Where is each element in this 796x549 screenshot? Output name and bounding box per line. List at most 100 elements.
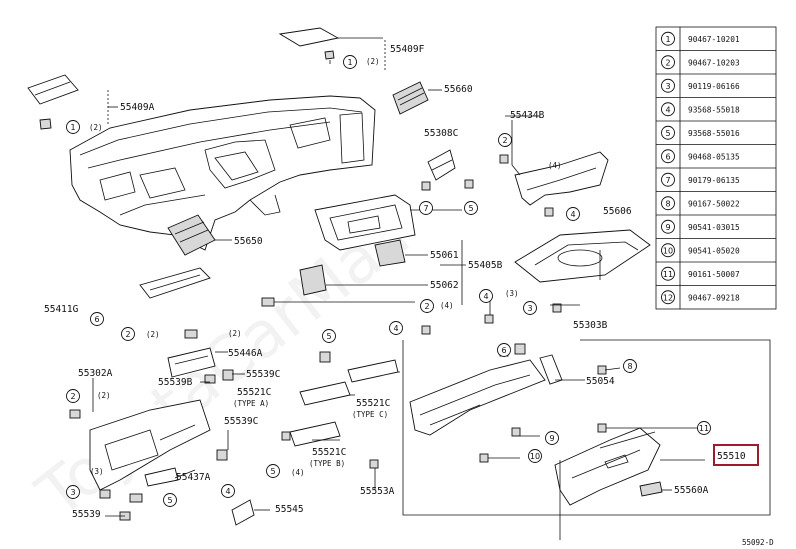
part-55405B-panel <box>314 194 416 251</box>
svg-text:1: 1 <box>70 123 75 132</box>
callout-5[interactable]: 5 <box>464 201 478 215</box>
callout-2[interactable]: 2 <box>121 327 135 341</box>
part-55409F-cover <box>278 27 340 64</box>
part-label-55660[interactable]: 55660 <box>444 84 473 95</box>
callout-5[interactable]: 5 <box>322 329 336 343</box>
quantity-notes: (TYPE A) (TYPE C) (TYPE B) (2) (2) (4) (4) (3) (… <box>89 57 562 477</box>
part-label-55409a[interactable]: 55409A <box>120 102 155 113</box>
quantity-note: (4) <box>291 468 305 477</box>
part-label-55446a[interactable]: 55446A <box>228 348 263 359</box>
table-ref-number: 6 <box>665 152 670 161</box>
parts-table-row[interactable]: 6 90468-05135 <box>656 144 776 164</box>
svg-text:7: 7 <box>423 204 428 213</box>
callout-2[interactable]: 2 <box>66 389 80 403</box>
table-part-number: 90119-06166 <box>688 82 740 91</box>
table-part-number: 90167-50022 <box>688 199 740 208</box>
part-label-55437a[interactable]: 55437A <box>176 472 211 483</box>
part-label-55521c[interactable]: 55521C <box>237 387 271 398</box>
part-label-55411g[interactable]: 55411G <box>44 304 79 315</box>
type-note-typea: (TYPE A) <box>233 399 269 408</box>
part-label-55650[interactable]: 55650 <box>234 236 263 247</box>
part-label-55539b[interactable]: 55539B <box>158 377 193 388</box>
svg-text:5: 5 <box>326 332 331 341</box>
table-part-number: 93568-55016 <box>688 129 740 138</box>
part-label-55302a[interactable]: 55302A <box>78 368 113 379</box>
svg-text:2: 2 <box>502 136 507 145</box>
callout-3[interactable]: 3 <box>66 485 80 499</box>
svg-text:4: 4 <box>393 324 398 333</box>
quantity-note: (2) <box>366 57 380 66</box>
part-label-55054[interactable]: 55054 <box>586 376 615 387</box>
part-label-55409f[interactable]: 55409F <box>390 44 425 55</box>
callout-6[interactable]: 6 <box>90 312 104 326</box>
svg-text:6: 6 <box>501 346 506 355</box>
callout-4[interactable]: 4 <box>389 321 403 335</box>
part-label-55434b[interactable]: 55434B <box>510 110 545 121</box>
callout-4[interactable]: 4 <box>221 484 235 498</box>
svg-text:5: 5 <box>270 467 275 476</box>
callout-8[interactable]: 8 <box>623 359 637 373</box>
callout-9[interactable]: 9 <box>545 431 559 445</box>
callout-1[interactable]: 1 <box>343 55 357 69</box>
part-55411G-panel <box>139 267 211 299</box>
table-ref-number: 11 <box>663 270 673 279</box>
quantity-note: (4) <box>548 161 562 170</box>
callout-2[interactable]: 2 <box>498 133 512 147</box>
callout-1[interactable]: 1 <box>66 120 80 134</box>
leader-lines <box>92 37 771 540</box>
callout-7[interactable]: 7 <box>419 201 433 215</box>
part-55510-glove-box <box>554 427 661 506</box>
part-label-55553a[interactable]: 55553A <box>360 486 395 497</box>
part-label-55303b[interactable]: 55303B <box>573 320 608 331</box>
type-note-typec: (TYPE C) <box>352 410 388 419</box>
svg-text:3: 3 <box>70 488 75 497</box>
diagram-code: 55092-D <box>742 538 774 547</box>
part-label-55510[interactable]: 55510 <box>717 451 746 462</box>
callout-5[interactable]: 5 <box>266 464 280 478</box>
part-label-55521c[interactable]: 55521C <box>356 398 390 409</box>
table-part-number: 90468-05135 <box>688 152 740 161</box>
callout-4[interactable]: 4 <box>479 289 493 303</box>
part-55061-vent <box>374 239 406 267</box>
part-label-55545[interactable]: 55545 <box>275 504 304 515</box>
part-label-55539c[interactable]: 55539C <box>224 416 258 427</box>
part-55308C-bracket <box>427 149 456 181</box>
callout-4[interactable]: 4 <box>566 207 580 221</box>
part-label-55062[interactable]: 55062 <box>430 280 459 291</box>
quantity-note: (2) <box>228 329 242 338</box>
part-label-55521c[interactable]: 55521C <box>312 447 346 458</box>
callout-5[interactable]: 5 <box>163 493 177 507</box>
part-label-55606[interactable]: 55606 <box>603 206 632 217</box>
part-label-55539c[interactable]: 55539C <box>246 369 280 380</box>
callout-11[interactable]: 11 <box>697 421 711 435</box>
svg-text:3: 3 <box>527 304 532 313</box>
callout-3[interactable]: 3 <box>523 301 537 315</box>
part-label-55539[interactable]: 55539 <box>72 509 101 520</box>
table-ref-number: 10 <box>663 246 673 255</box>
callout-10[interactable]: 10 <box>528 449 542 463</box>
quantity-note: (3) <box>505 289 519 298</box>
part-label-55061[interactable]: 55061 <box>430 250 459 261</box>
type-note-typeb: (TYPE B) <box>309 459 345 468</box>
callout-2[interactable]: 2 <box>420 299 434 313</box>
quantity-note: (3) <box>90 467 104 476</box>
table-ref-number: 9 <box>665 223 670 232</box>
parts-table-row[interactable]: 8 90167-50022 <box>656 191 776 211</box>
part-label-55405b[interactable]: 55405B <box>468 260 503 271</box>
table-ref-number: 8 <box>665 199 670 208</box>
callout-6[interactable]: 6 <box>497 343 511 357</box>
part-label-55560a[interactable]: 55560A <box>674 485 709 496</box>
part-label-55308c[interactable]: 55308C <box>424 128 458 139</box>
